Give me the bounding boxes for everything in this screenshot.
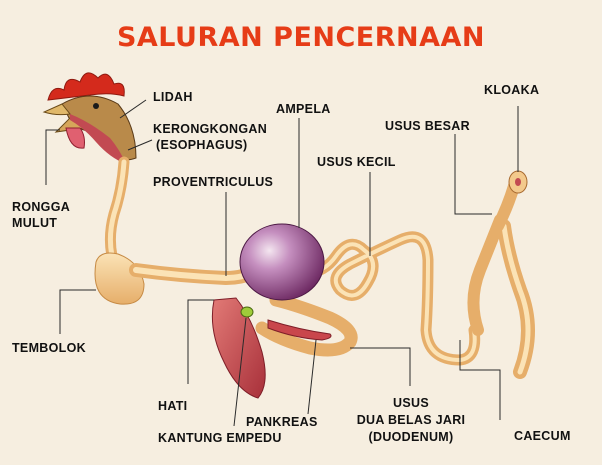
- label-mulut: MULUT: [12, 216, 58, 230]
- label-dua-belas-jari: DUA BELAS JARI: [356, 413, 466, 427]
- liver: [211, 297, 266, 399]
- label-usus-besar: USUS BESAR: [385, 119, 470, 133]
- leader-rongga-mulut: [45, 129, 60, 185]
- leader-tembolok: [59, 289, 96, 334]
- leader-kerongkongan: [127, 139, 153, 151]
- leader-usus-besar: [454, 134, 492, 215]
- leader-pankreas: [307, 339, 317, 415]
- beak-upper: [42, 103, 71, 116]
- cloaca-opening: [515, 178, 521, 186]
- label-lidah: LIDAH: [153, 90, 193, 104]
- gizzard: [239, 223, 325, 301]
- leader-lidah: [119, 99, 147, 119]
- pancreas: [267, 319, 332, 341]
- label-caecum: CAECUM: [514, 429, 571, 443]
- diagram-title: SALURAN PENCERNAAN: [116, 22, 486, 53]
- mouth-cavity: [70, 114, 126, 164]
- leader-caecum: [459, 340, 501, 420]
- label-pankreas: PANKREAS: [246, 415, 318, 429]
- label-tembolok: TEMBOLOK: [12, 341, 86, 355]
- crop: [94, 252, 145, 305]
- leader-hati: [187, 299, 214, 384]
- label-kloaka: KLOAKA: [484, 83, 540, 97]
- label-kerongkongan: KERONGKONGAN: [153, 122, 268, 136]
- leader-lines: [45, 99, 519, 427]
- label-usus-kecil: USUS KECIL: [317, 155, 396, 169]
- chicken-comb: [47, 72, 125, 101]
- label-kantung-empedu: KANTUNG EMPEDU: [158, 431, 282, 445]
- label-ampela: AMPELA: [276, 102, 331, 116]
- large-intestine: [492, 180, 520, 232]
- duodenum: [255, 293, 358, 357]
- label-duodenum: (DUODENUM): [368, 430, 454, 444]
- wattle: [65, 127, 85, 149]
- label-rongga: RONGGA: [12, 200, 71, 214]
- label-usus: USUS: [393, 396, 429, 410]
- leader-kantung-empedu: [233, 317, 247, 427]
- label-esophagus: (ESOPHAGUS): [156, 138, 248, 152]
- caecum-left: [467, 214, 506, 336]
- caecum-highlight: [501, 223, 531, 375]
- small-intestine: [294, 231, 481, 366]
- chicken-eye: [93, 103, 99, 109]
- leader-duodenum: [350, 347, 411, 386]
- gall-bladder: [240, 306, 254, 318]
- esophagus-highlight: [107, 159, 127, 259]
- label-hati: HATI: [158, 399, 188, 413]
- chicken-head: [42, 72, 137, 164]
- label-proventriculus: PROVENTRICULUS: [153, 175, 274, 189]
- small-intestine-highlight: [298, 234, 477, 363]
